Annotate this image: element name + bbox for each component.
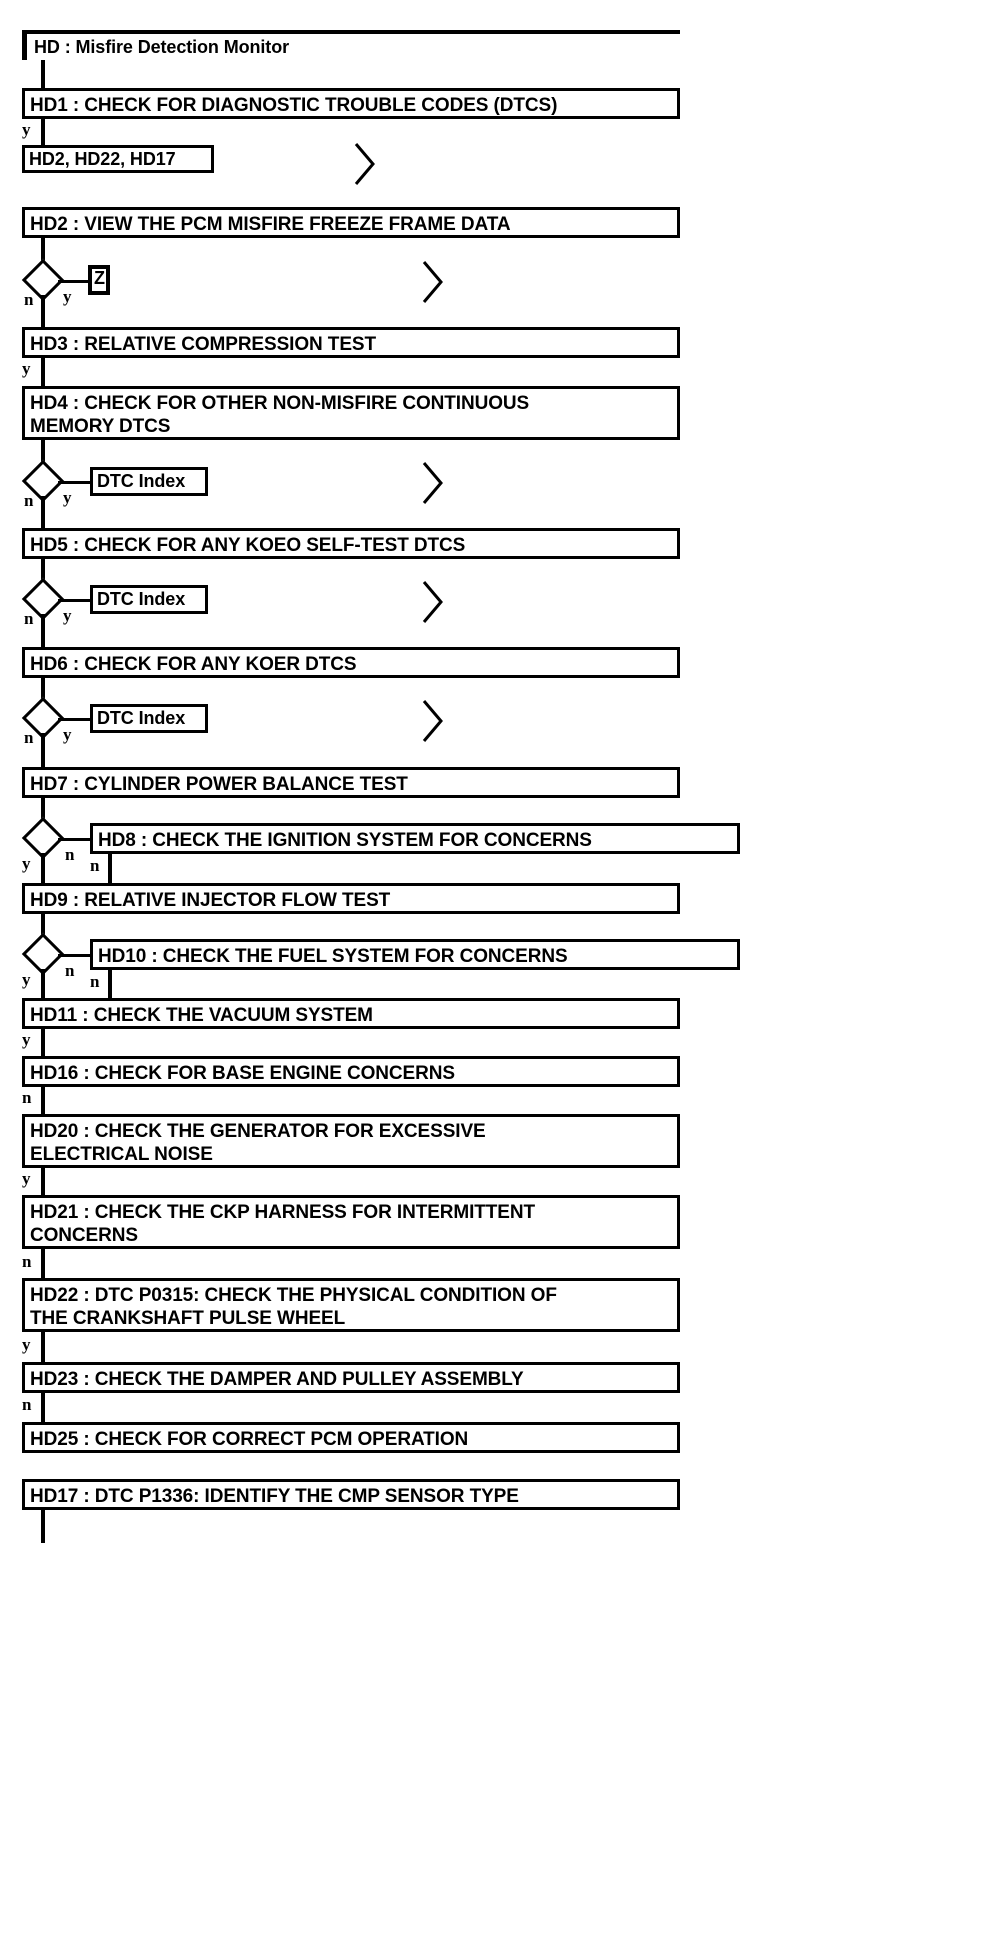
node-hd4[interactable]: HD4 : CHECK FOR OTHER NON-MISFIRE CONTIN… <box>22 386 680 440</box>
node-ref-z[interactable]: Z <box>88 265 110 295</box>
edge-hd7-no-to-hd8 <box>58 838 90 841</box>
node-dtc-index-1[interactable]: DTC Index <box>90 467 208 496</box>
branch-label-hd20-yes: y <box>22 1169 31 1188</box>
node-dtc-index-2[interactable]: DTC Index <box>90 585 208 614</box>
edge-hd2-yes-to-z <box>58 280 88 283</box>
offpage-connector-icon-1 <box>352 141 378 187</box>
edge-hd7-to-decision <box>41 798 45 823</box>
branch-label-hd8-no: n <box>90 856 100 875</box>
edge-hd10-no-to-hd11 <box>108 970 112 998</box>
edge-hd1-to-ref1 <box>41 119 45 146</box>
node-hd5[interactable]: HD5 : CHECK FOR ANY KOEO SELF-TEST DTCS <box>22 528 680 559</box>
node-hd20[interactable]: HD20 : CHECK THE GENERATOR FOR EXCESSIVE… <box>22 1114 680 1168</box>
node-hd9[interactable]: HD9 : RELATIVE INJECTOR FLOW TEST <box>22 883 680 914</box>
branch-label-hd3-yes: y <box>22 359 31 378</box>
edge-hd-to-hd1 <box>41 60 45 90</box>
edge-hd5-to-decision <box>41 559 45 584</box>
edge-hd20-to-hd21 <box>41 1168 45 1195</box>
node-hd1[interactable]: HD1 : CHECK FOR DIAGNOSTIC TROUBLE CODES… <box>22 88 680 119</box>
edge-hd16-to-hd20 <box>41 1087 45 1114</box>
edge-hd23-to-hd25 <box>41 1393 45 1422</box>
edge-hd8-no-to-hd9 <box>108 854 112 883</box>
edge-hd9-to-decision <box>41 914 45 939</box>
branch-label-hd2-no: n <box>24 290 34 309</box>
node-ref-hd2-hd22-hd17[interactable]: HD2, HD22, HD17 <box>22 145 214 173</box>
offpage-connector-icon-5 <box>420 698 446 744</box>
edge-hd6-to-decision <box>41 678 45 703</box>
offpage-connector-icon-4 <box>420 579 446 625</box>
node-hd3[interactable]: HD3 : RELATIVE COMPRESSION TEST <box>22 327 680 358</box>
node-hd17[interactable]: HD17 : DTC P1336: IDENTIFY THE CMP SENSO… <box>22 1479 680 1510</box>
edge-hd3-to-hd4 <box>41 358 45 387</box>
edge-hd5-no-to-hd6 <box>41 614 45 647</box>
branch-label-hd5-yes: y <box>63 606 72 625</box>
branch-label-hd10-no: n <box>90 972 100 991</box>
edge-hd22-to-hd23 <box>41 1332 45 1362</box>
edge-hd6-yes-to-dtcindex <box>58 718 90 721</box>
node-hd11[interactable]: HD11 : CHECK THE VACUUM SYSTEM <box>22 998 680 1029</box>
branch-label-hd6-yes: y <box>63 725 72 744</box>
branch-label-hd2-yes: y <box>63 287 72 306</box>
branch-label-hd23-no: n <box>22 1395 32 1414</box>
branch-label-hd6-no: n <box>24 728 34 747</box>
edge-hd5-yes-to-dtcindex <box>58 599 90 602</box>
edge-hd4-yes-to-dtcindex <box>58 481 90 484</box>
node-hd-title[interactable]: HD : Misfire Detection Monitor <box>22 30 680 60</box>
edge-hd21-to-hd22 <box>41 1249 45 1278</box>
offpage-connector-icon-3 <box>420 460 446 506</box>
edge-hd11-to-hd16 <box>41 1029 45 1056</box>
edge-hd2-to-decision <box>41 238 45 265</box>
node-hd22[interactable]: HD22 : DTC P0315: CHECK THE PHYSICAL CON… <box>22 1278 680 1332</box>
node-hd25[interactable]: HD25 : CHECK FOR CORRECT PCM OPERATION <box>22 1422 680 1453</box>
offpage-connector-icon-2 <box>420 259 446 305</box>
node-hd10[interactable]: HD10 : CHECK THE FUEL SYSTEM FOR CONCERN… <box>90 939 740 970</box>
branch-label-hd4-yes: y <box>63 488 72 507</box>
branch-label-hd22-yes: y <box>22 1335 31 1354</box>
branch-label-hd9-no: n <box>65 961 75 980</box>
edge-hd9-no-to-hd10 <box>58 954 90 957</box>
branch-label-hd4-no: n <box>24 491 34 510</box>
edge-hd2-no-to-hd3 <box>41 295 45 327</box>
branch-label-hd5-no: n <box>24 609 34 628</box>
edge-hd9-yes-to-hd11 <box>41 969 45 998</box>
branch-label-hd11-yes: y <box>22 1030 31 1049</box>
node-dtc-index-3[interactable]: DTC Index <box>90 704 208 733</box>
edge-hd4-no-to-hd5 <box>41 496 45 528</box>
branch-label-hd7-yes: y <box>22 854 31 873</box>
edge-hd4-to-decision <box>41 440 45 466</box>
branch-label-hd9-yes: y <box>22 970 31 989</box>
node-hd2[interactable]: HD2 : VIEW THE PCM MISFIRE FREEZE FRAME … <box>22 207 680 238</box>
node-hd6[interactable]: HD6 : CHECK FOR ANY KOER DTCS <box>22 647 680 678</box>
branch-label-hd16-no: n <box>22 1088 32 1107</box>
branch-label-hd21-no: n <box>22 1252 32 1271</box>
edge-hd6-no-to-hd7 <box>41 733 45 767</box>
node-hd23[interactable]: HD23 : CHECK THE DAMPER AND PULLEY ASSEM… <box>22 1362 680 1393</box>
edge-hd17-continues <box>41 1510 45 1543</box>
branch-label-hd1-yes: y <box>22 120 31 139</box>
node-hd8[interactable]: HD8 : CHECK THE IGNITION SYSTEM FOR CONC… <box>90 823 740 854</box>
node-hd21[interactable]: HD21 : CHECK THE CKP HARNESS FOR INTERMI… <box>22 1195 680 1249</box>
edge-hd7-yes-to-hd9 <box>41 853 45 883</box>
branch-label-hd7-no: n <box>65 845 75 864</box>
node-hd7[interactable]: HD7 : CYLINDER POWER BALANCE TEST <box>22 767 680 798</box>
node-hd16[interactable]: HD16 : CHECK FOR BASE ENGINE CONCERNS <box>22 1056 680 1087</box>
